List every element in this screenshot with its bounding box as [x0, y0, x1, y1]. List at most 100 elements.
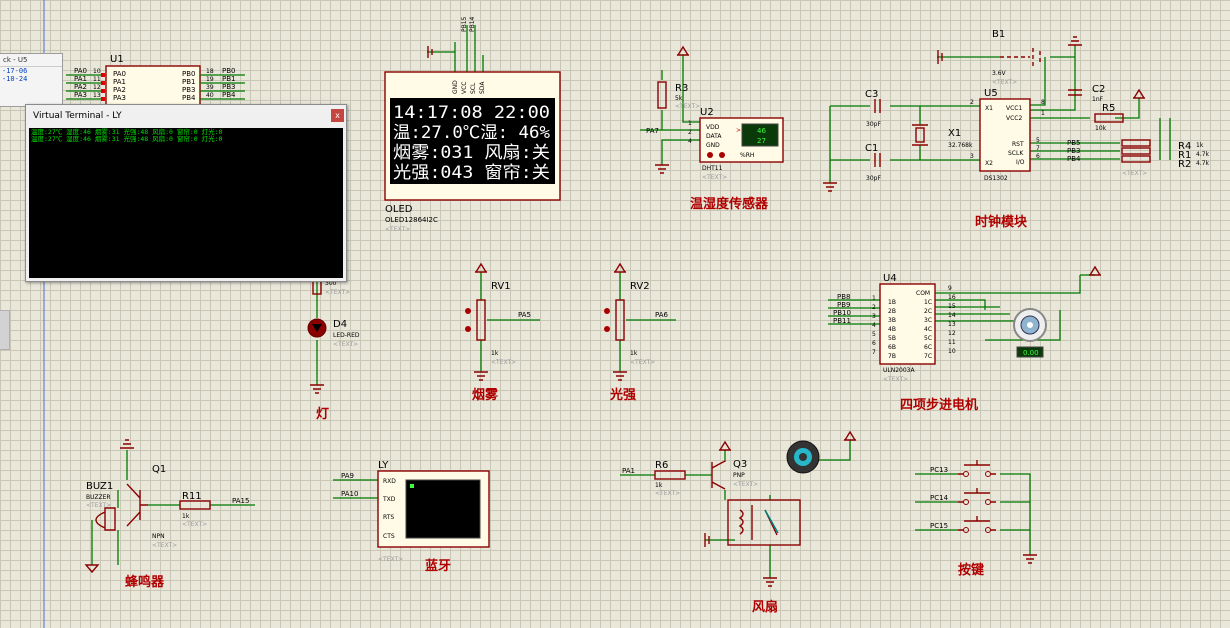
- rv1-title: 烟雾: [472, 388, 499, 403]
- clock-net-2: PB4: [1067, 155, 1081, 163]
- key-switch-2-icon[interactable]: [958, 516, 996, 531]
- uln-rnum-0: 9: [948, 285, 952, 292]
- r6-label: R6: [655, 460, 668, 471]
- u5-rpin-3: SCLK: [1008, 150, 1024, 157]
- clock-debug-line-1: -17-06: [2, 67, 28, 75]
- fan-ground-icon: [763, 577, 777, 587]
- u5-rnum-0: 8: [1041, 99, 1045, 106]
- uln-part: ULN2003A: [883, 367, 915, 374]
- lamp-r-val: 300: [325, 280, 337, 287]
- uln-body: [879, 283, 936, 365]
- c2-val: 1nF: [1092, 96, 1104, 103]
- uln-rpin-3: 3C: [924, 317, 932, 324]
- virtual-terminal-window[interactable]: Virtual Terminal - LY x 温度:27℃ 湿度:46 烟雾:…: [25, 104, 347, 282]
- bt-pin-2: RTS: [383, 514, 394, 521]
- u5-rpin-2: RST: [1012, 141, 1024, 148]
- dht11-sensor[interactable]: R3 5k <TEXT> PA7 U2 VDD DATA GND 1 2 4 4…: [640, 45, 784, 212]
- u1-num-0: 10: [93, 68, 101, 75]
- bt-title: 蓝牙: [425, 558, 451, 574]
- dht-title: 温湿度传感器: [690, 196, 769, 212]
- relay-body: [727, 499, 801, 546]
- dht-power-icon: [676, 45, 690, 56]
- rv1-body: [476, 299, 486, 341]
- rv2-down-icon[interactable]: [604, 326, 610, 332]
- lamp-led[interactable]: 300 <TEXT> D4 LED-RED <TEXT> 灯: [307, 278, 360, 422]
- uln-power-icon: [1088, 265, 1102, 276]
- q1-npn-text: <TEXT>: [152, 542, 177, 549]
- rv1-smoke-pot[interactable]: RV1 PA5 1k <TEXT> 烟雾: [465, 262, 540, 403]
- virtual-terminal-screen[interactable]: 温度:27℃ 湿度:46 烟雾:31 光强:48 风扇:0 窗帘:0 灯光:0 …: [29, 128, 343, 278]
- uln-lnum-0: 1: [872, 295, 876, 302]
- u5-rnum-3: 7: [1036, 145, 1040, 152]
- u1-pin-0: PA0: [113, 70, 126, 78]
- u1-mcu[interactable]: U1 PA0 PA1 PA2 PA3 10 11 12 13 PA0 PA1 P…: [66, 54, 245, 107]
- oled-row-3: 光强:043 窗帘:关: [393, 163, 550, 183]
- key-switch-0-icon[interactable]: [958, 460, 996, 475]
- x1-crystal: [915, 127, 925, 143]
- oled-pin-1: VCC: [461, 82, 468, 94]
- close-icon[interactable]: x: [331, 109, 344, 122]
- rv2-val: 1k: [630, 350, 638, 357]
- uln-net-0: PB8: [837, 293, 850, 301]
- buzzer-circuit[interactable]: Q1 BUZ1 BUZZER <TEXT> R11 1k <TEXT> PA15…: [84, 439, 255, 590]
- side-panel-tab[interactable]: [0, 310, 10, 350]
- key-buttons[interactable]: PC13 PC14 PC15 按键: [915, 460, 1037, 578]
- fan-motor-power-icon: [843, 430, 857, 441]
- rv1-net: PA5: [518, 311, 531, 319]
- u5-part: DS1302: [984, 175, 1008, 182]
- dht-button-down-icon[interactable]: [707, 152, 713, 158]
- clock-module[interactable]: B1 3.6V <TEXT> C2 1nF R5 10k C3 30pF C1 …: [823, 29, 1210, 230]
- rv1-label: RV1: [491, 281, 511, 292]
- rv2-up-icon[interactable]: [604, 308, 610, 314]
- uln-rnum-4: 13: [948, 321, 956, 328]
- x1-label: X1: [948, 128, 961, 139]
- bt-wires: [333, 479, 378, 499]
- q1-label: Q1: [152, 464, 166, 475]
- c3-val: 30pF: [866, 121, 881, 128]
- clock-debug-title: ck - U5: [0, 54, 62, 67]
- bt-cursor: [410, 484, 414, 488]
- uln-lpin-3: 4B: [888, 326, 896, 333]
- clock-power-icon: [1132, 88, 1146, 99]
- buzzer-top-ground-icon: [120, 439, 134, 449]
- u1-pin-3: PA3: [113, 94, 126, 102]
- stepper-motor-module[interactable]: U4 PB8 PB9 PB10 PB11 1B 2B 3B 4B 5B 6B 7…: [828, 265, 1102, 413]
- r6-val: 1k: [655, 482, 663, 489]
- u1-rpin-0: PB0: [182, 70, 195, 78]
- uln-rpin-4: 4C: [924, 326, 932, 333]
- clock-text: <TEXT>: [1122, 170, 1147, 177]
- oled-module[interactable]: PB15 PB14 GND VCC SCL SDA 14:17:08 22:00…: [384, 16, 561, 233]
- key-switch-1-icon[interactable]: [958, 488, 996, 503]
- key-net-1: PC14: [930, 494, 949, 502]
- clock-title: 时钟模块: [975, 214, 1028, 230]
- rv1-up-icon[interactable]: [465, 308, 471, 314]
- u1-num-2: 12: [93, 84, 101, 91]
- uln-lpin-0: 1B: [888, 299, 896, 306]
- rv1-down-icon[interactable]: [465, 326, 471, 332]
- c1-label: C1: [865, 143, 878, 154]
- u1-net-0: PA0: [74, 67, 87, 75]
- r2-label: R2: [1178, 159, 1191, 170]
- dht-ground-icon: [655, 164, 669, 174]
- clock-ground-icon-2: [823, 182, 837, 192]
- bluetooth-module[interactable]: PA9 PA10 LY RXD TXD RTS CTS <TEXT> 蓝牙: [333, 460, 490, 574]
- uln-rnum-6: 11: [948, 339, 956, 346]
- rv2-light-pot[interactable]: RV2 PA6 1k <TEXT> 光强: [604, 262, 676, 403]
- c3-capacitor-icon: [874, 99, 881, 113]
- clock-debug-line-2: -10-24: [2, 75, 28, 83]
- dht-button-up-icon[interactable]: [719, 152, 725, 158]
- dht-display: [741, 123, 779, 147]
- c1-capacitor-icon: [874, 153, 881, 167]
- oled-row-0: 14:17:08 22:00: [393, 103, 550, 123]
- u5-rnum-1: 1: [1041, 110, 1045, 117]
- d4-label: D4: [333, 319, 347, 330]
- uln-lnum-2: 3: [872, 313, 876, 320]
- clock-debug-window[interactable]: ck - U5 -17-06 -10-24: [0, 53, 63, 107]
- u5-rnum-2: 5: [1036, 137, 1040, 144]
- buz1-label: BUZ1: [86, 481, 113, 492]
- oled-row-2: 烟雾:031 风扇:关: [393, 143, 550, 163]
- bt-net-1: PA10: [341, 490, 358, 498]
- fan-circuit[interactable]: PA1 R6 1k <TEXT> Q3 PNP <TEXT> 风扇: [620, 430, 857, 615]
- u5-rpin-4: I/O: [1016, 159, 1025, 166]
